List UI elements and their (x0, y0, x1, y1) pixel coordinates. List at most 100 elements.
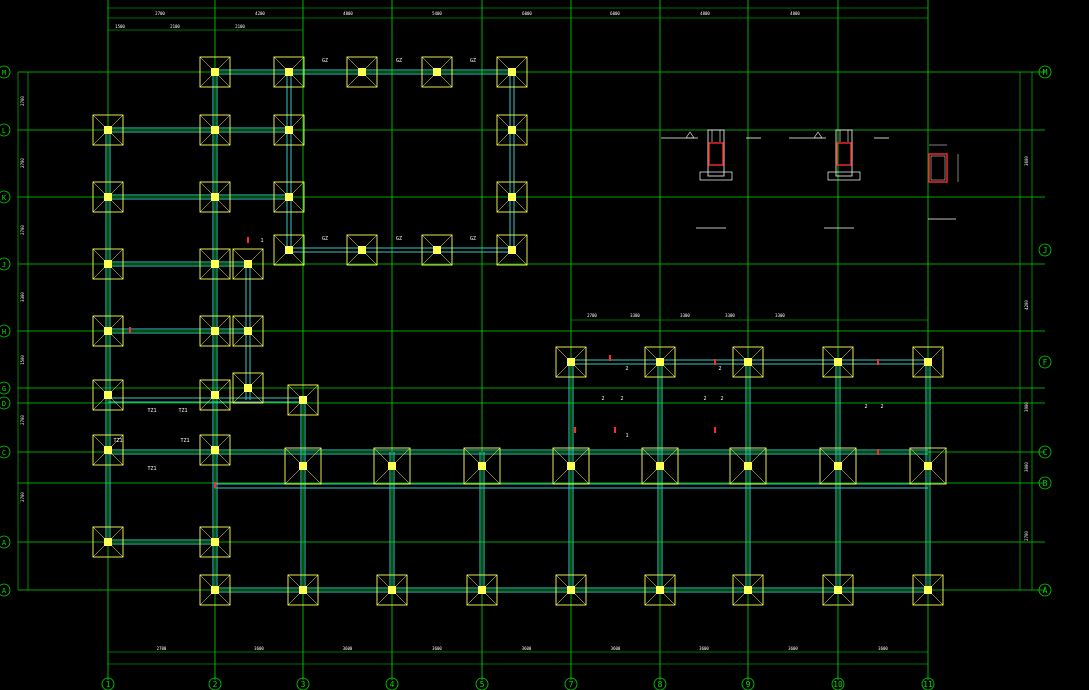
gz-column (928, 153, 948, 183)
section-mark: 2 (601, 396, 604, 402)
section-mark: 1 (260, 238, 263, 244)
axis-label: L (2, 127, 6, 135)
dim-text: 4800 (700, 11, 710, 16)
dim-text: 3300 (20, 292, 25, 302)
axis-bubble (1038, 243, 1052, 257)
axis-label: 9 (746, 680, 751, 689)
axis-label: K (2, 194, 7, 202)
footing-outline (373, 447, 411, 485)
section-mark: 2 (625, 366, 628, 372)
dim-text: 2700 (20, 492, 25, 502)
axis-bubble (0, 396, 11, 410)
axis-label: C (2, 449, 6, 457)
isolated-footing (822, 574, 854, 606)
footing-outline (199, 526, 231, 558)
axis-label: A (2, 539, 7, 547)
dim-text: 4200 (255, 11, 265, 16)
isolated-footing (555, 574, 587, 606)
footing-outline (376, 574, 408, 606)
column (299, 586, 307, 594)
isolated-footing (822, 346, 854, 378)
column (358, 246, 366, 254)
rebar-mark (609, 355, 611, 361)
column (744, 586, 752, 594)
dim-text: 1500 (115, 24, 125, 29)
dim-text: 2100 (170, 24, 180, 29)
dim-text: 2100 (235, 24, 245, 29)
footing-outline (232, 315, 264, 347)
footing-outline (552, 447, 590, 485)
column (211, 193, 219, 201)
footing-outline (463, 447, 501, 485)
section-mark: 2 (880, 404, 883, 410)
footing-outline (199, 434, 231, 466)
beam-tag: GZ (470, 236, 476, 242)
section-mark: 2 (620, 396, 623, 402)
dim-text: 3000 (1024, 462, 1029, 472)
footing-outline (346, 56, 378, 88)
axis-label: A (2, 587, 7, 595)
isolated-footing (92, 379, 124, 411)
rebar-mark (877, 449, 879, 455)
footing-outline (346, 234, 378, 266)
isolated-footing (273, 56, 305, 88)
isolated-footing (199, 315, 231, 347)
isolated-footing (232, 372, 264, 404)
dim-text: 3600 (878, 646, 888, 651)
footing-outline (273, 114, 305, 146)
axis-bubble (0, 445, 11, 459)
column (656, 358, 664, 366)
column (478, 586, 486, 594)
beam-tag: TZ1 (180, 438, 189, 444)
footing-layer (92, 56, 947, 606)
column (567, 358, 575, 366)
column (104, 193, 112, 201)
axis-label: 2 (213, 680, 218, 689)
dim-text: 4200 (1024, 300, 1029, 310)
column (285, 193, 293, 201)
isolated-footing (287, 384, 319, 416)
dim-text: 3600 (432, 646, 442, 651)
footing-outline (199, 574, 231, 606)
isolated-footing (346, 56, 378, 88)
isolated-footing (644, 574, 676, 606)
footing-outline (199, 315, 231, 347)
axis-bubble (564, 677, 578, 690)
isolated-footing (199, 181, 231, 213)
column (567, 586, 575, 594)
dim-text: 3600 (788, 646, 798, 651)
footing-outline (199, 114, 231, 146)
axis-bubble (0, 583, 11, 597)
isolated-footing (199, 56, 231, 88)
isolated-footing (232, 315, 264, 347)
grid-layer (18, 0, 1045, 680)
footing-outline (199, 56, 231, 88)
isolated-footing (819, 447, 857, 485)
column (104, 126, 112, 134)
isolated-footing (912, 574, 944, 606)
column (744, 462, 752, 470)
axis-label: 10 (833, 680, 843, 689)
beam-tag: TZ1 (147, 408, 156, 414)
footing-outline (92, 526, 124, 558)
column (433, 246, 441, 254)
axis-label: A (1043, 586, 1048, 595)
beam-tag: TZ1 (178, 408, 187, 414)
dim-text: 5400 (432, 11, 442, 16)
dim-text: 2700 (155, 11, 165, 16)
isolated-footing (496, 234, 528, 266)
column (834, 462, 842, 470)
isolated-footing (644, 346, 676, 378)
footing-outline (199, 379, 231, 411)
column (299, 462, 307, 470)
footing-outline (287, 384, 319, 416)
rebar-mark (877, 359, 879, 365)
axis-label: 4 (390, 680, 395, 689)
footing-outline (732, 574, 764, 606)
dim-text: 6000 (610, 11, 620, 16)
footing-outline (92, 248, 124, 280)
